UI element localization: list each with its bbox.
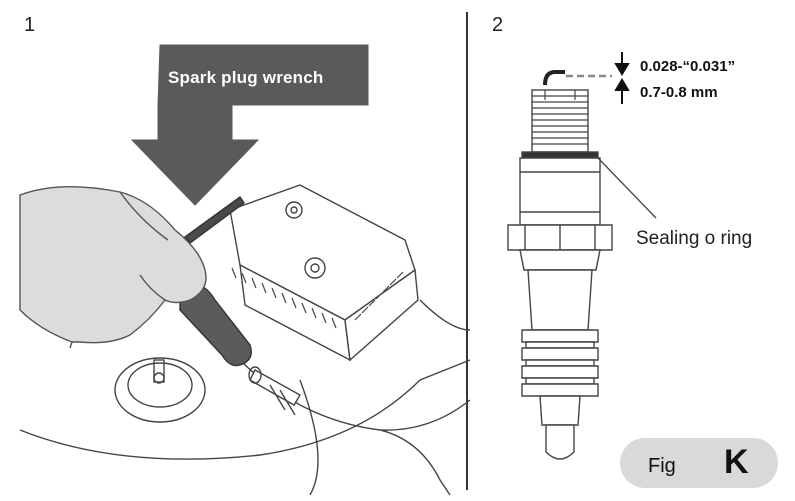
hand-illustration — [19, 185, 207, 349]
spark-plug — [507, 70, 613, 460]
figure-prefix: Fig — [648, 455, 676, 477]
wrench-arrow-label: Spark plug wrench — [168, 68, 324, 87]
sealing-leader-line — [597, 157, 657, 219]
panel-number-2: 2 — [492, 14, 504, 36]
gap-arrows — [614, 52, 630, 104]
engine-illustration — [19, 184, 471, 496]
figure-badge — [620, 438, 778, 488]
down-arrow — [130, 44, 369, 206]
sealing-ring-label: Sealing o ring — [636, 228, 753, 249]
panel-number-1: 1 — [24, 14, 36, 36]
panel-divider — [466, 12, 468, 490]
gap-spec-inches: 0.028-“0.031” — [640, 58, 736, 75]
gap-spec-mm: 0.7-0.8 mm — [640, 84, 718, 101]
figure-letter: K — [724, 443, 749, 481]
